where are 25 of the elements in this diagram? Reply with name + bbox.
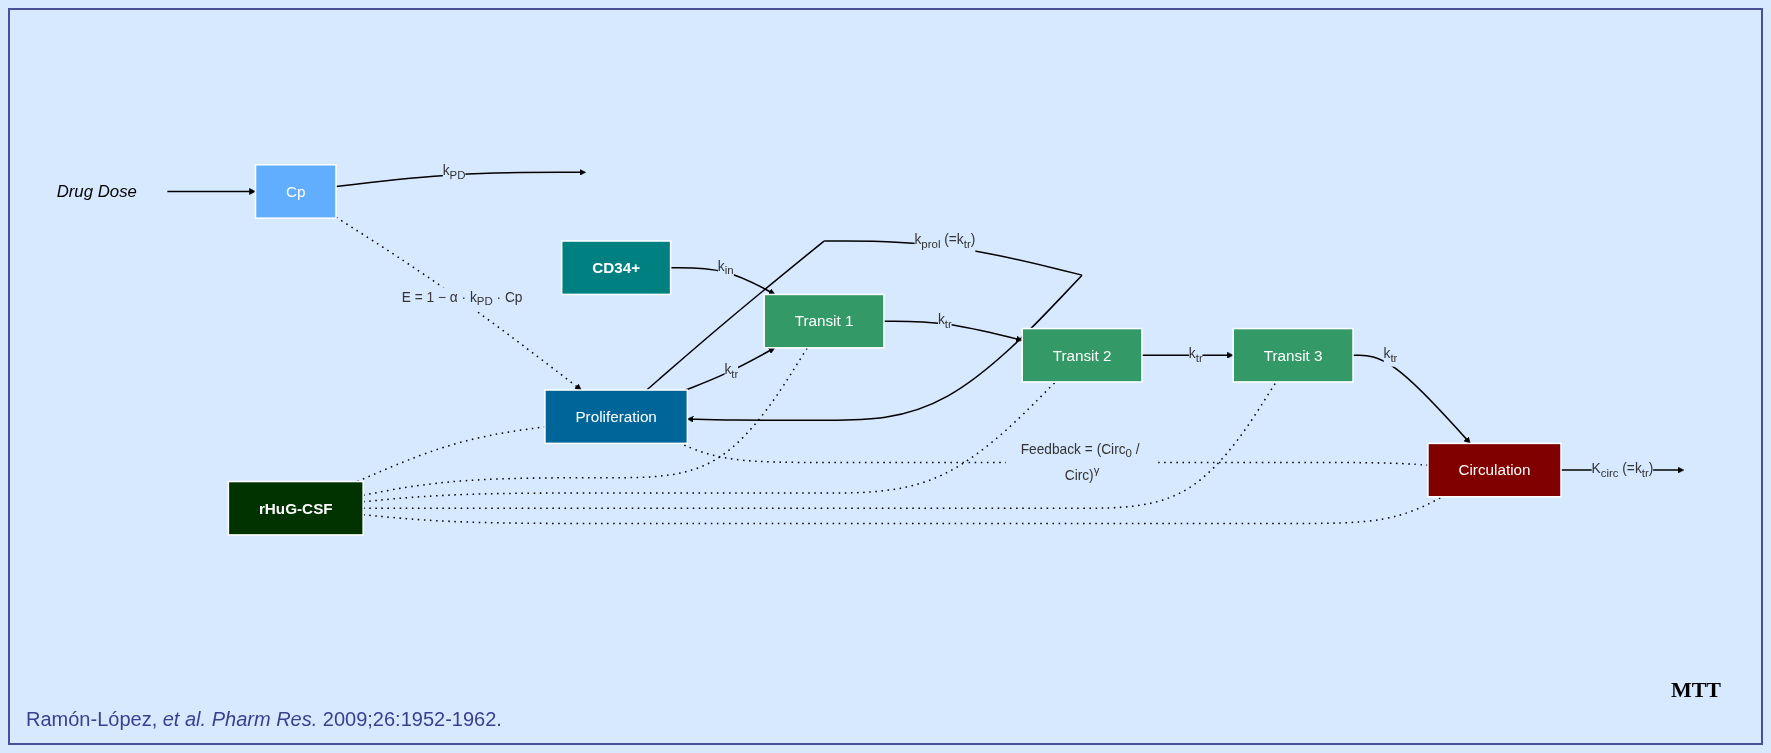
node-box: CD34+ <box>560 240 672 296</box>
node-box: Transit 1 <box>763 294 885 350</box>
edge-label: K$_{circ}$ (=k$_{tr}$) <box>1591 461 1654 480</box>
node-box: Transit 3 <box>1232 328 1354 384</box>
arrow <box>166 188 256 196</box>
edge-label: k$_{tr}$ <box>937 312 952 331</box>
brace-label: MTT <box>1670 677 1721 703</box>
node-text: Drug Dose <box>56 182 137 202</box>
arrow <box>883 320 1023 343</box>
edge-label: k$_{in}$ <box>717 259 734 277</box>
node-box: Cp <box>254 164 337 220</box>
edge-label: E = 1 − α · k$_{PD}$ · Cp <box>401 289 523 308</box>
node-box: rHuG-CSF <box>227 481 364 537</box>
arrow <box>684 348 776 392</box>
edge-label: Feedback = (Circ$_{0}$ / Circ)$^{γ}$ <box>1020 441 1140 484</box>
arrow <box>1141 352 1234 360</box>
edge-label: k$_{tr}$ <box>724 362 739 381</box>
node-box: Proliferation <box>544 389 689 445</box>
edge-label: k$_{PD}$ <box>442 163 466 182</box>
node-box: Circulation <box>1427 443 1562 499</box>
edge-label: k$_{tr}$ <box>1188 346 1203 365</box>
edge-label: k$_{tr}$ <box>1383 346 1398 365</box>
node-box: Transit 2 <box>1021 328 1143 384</box>
edge-label: k$_{prol}$ (=k$_{tr}$) <box>914 232 976 251</box>
citation: Ramón-López, et al. Pharm Res. 2009;26:1952-1962. <box>26 708 502 731</box>
